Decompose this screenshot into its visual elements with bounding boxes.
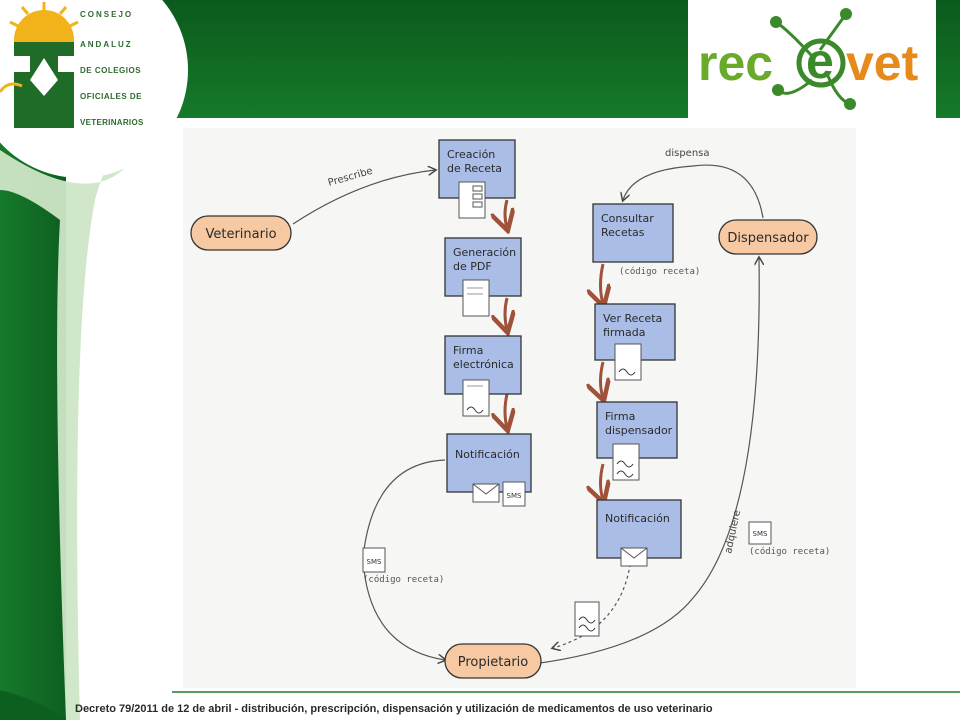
- logo-part-1: rec: [698, 35, 773, 91]
- edge-label-dispensa: dispensa: [665, 148, 710, 159]
- product-logo-frame: [688, 0, 936, 118]
- node-ver-receta: Ver Receta firmada: [594, 303, 676, 361]
- svg-text:Firma: Firma: [453, 344, 483, 357]
- pdf-document-icon: [462, 279, 490, 317]
- logo-part-2: e: [806, 33, 834, 89]
- node-dispensador: Dispensador: [718, 219, 818, 255]
- svg-text:Recetas: Recetas: [601, 226, 645, 239]
- node-veterinario: Veterinario: [190, 215, 292, 251]
- svg-text:Consultar: Consultar: [601, 212, 654, 225]
- svg-text:firmada: firmada: [603, 326, 645, 339]
- svg-text:Notificación: Notificación: [605, 512, 670, 525]
- double-signed-document-icon: [612, 443, 640, 481]
- sms-icon: SMS: [748, 521, 772, 545]
- signed-document-icon: [574, 601, 600, 637]
- logo-part-3: vet: [846, 35, 919, 91]
- svg-text:SMS: SMS: [367, 558, 382, 566]
- svg-text:dispensador: dispensador: [605, 424, 673, 437]
- council-line-2: ANDALUZ: [80, 40, 133, 49]
- mail-icon: [472, 483, 500, 503]
- edge-prescribe: [292, 170, 435, 225]
- svg-text:Creación: Creación: [447, 148, 495, 161]
- edge-label-adquiere: adquiere: [723, 509, 743, 554]
- recevet-logo: rec e vet: [698, 8, 919, 110]
- note-codigo-receta-1: (código receta): [619, 266, 700, 277]
- svg-text:Dispensador: Dispensador: [727, 231, 809, 246]
- council-line-4: OFICIALES DE: [80, 92, 143, 101]
- prescription-flow-diagram: Prescribe dispensa adquiere Veterinario …: [190, 139, 830, 679]
- sequence-arrows: [505, 199, 603, 500]
- node-propietario: Propietario: [444, 643, 542, 679]
- svg-text:SMS: SMS: [753, 530, 768, 538]
- edge-dispensa: [623, 164, 764, 219]
- note-codigo-receta-3: (código receta): [749, 546, 830, 557]
- council-line-1: CONSEJO: [80, 10, 134, 19]
- svg-text:Notificación: Notificación: [455, 448, 520, 461]
- council-line-3: DE COLEGIOS: [80, 66, 142, 75]
- signed-document-icon: [462, 379, 490, 417]
- sms-icon: SMS: [502, 481, 526, 507]
- svg-text:de PDF: de PDF: [453, 260, 492, 273]
- svg-text:SMS: SMS: [507, 492, 522, 500]
- svg-text:de Receta: de Receta: [447, 162, 502, 175]
- svg-text:Veterinario: Veterinario: [205, 227, 276, 242]
- node-consultar-recetas: Consultar Recetas: [592, 203, 674, 263]
- svg-text:Ver Receta: Ver Receta: [603, 312, 662, 325]
- note-codigo-receta-2: (código receta): [363, 574, 444, 585]
- edge-adquiere: [532, 258, 759, 665]
- svg-text:electrónica: electrónica: [453, 358, 514, 371]
- footer-decree: Decreto 79/2011 de 12 de abril - distrib…: [75, 703, 713, 715]
- document-icon: [458, 181, 486, 219]
- sms-icon: SMS: [362, 547, 386, 573]
- council-emblem: [0, 2, 79, 128]
- svg-text:Firma: Firma: [605, 410, 635, 423]
- svg-text:Propietario: Propietario: [458, 655, 529, 670]
- council-line-5: VETERINARIOS: [80, 118, 144, 127]
- mail-icon: [620, 547, 648, 567]
- edge-label-prescribe: Prescribe: [327, 166, 374, 189]
- signed-document-icon: [614, 343, 642, 381]
- svg-text:Generación: Generación: [453, 246, 516, 259]
- decorative-wave: [0, 120, 150, 720]
